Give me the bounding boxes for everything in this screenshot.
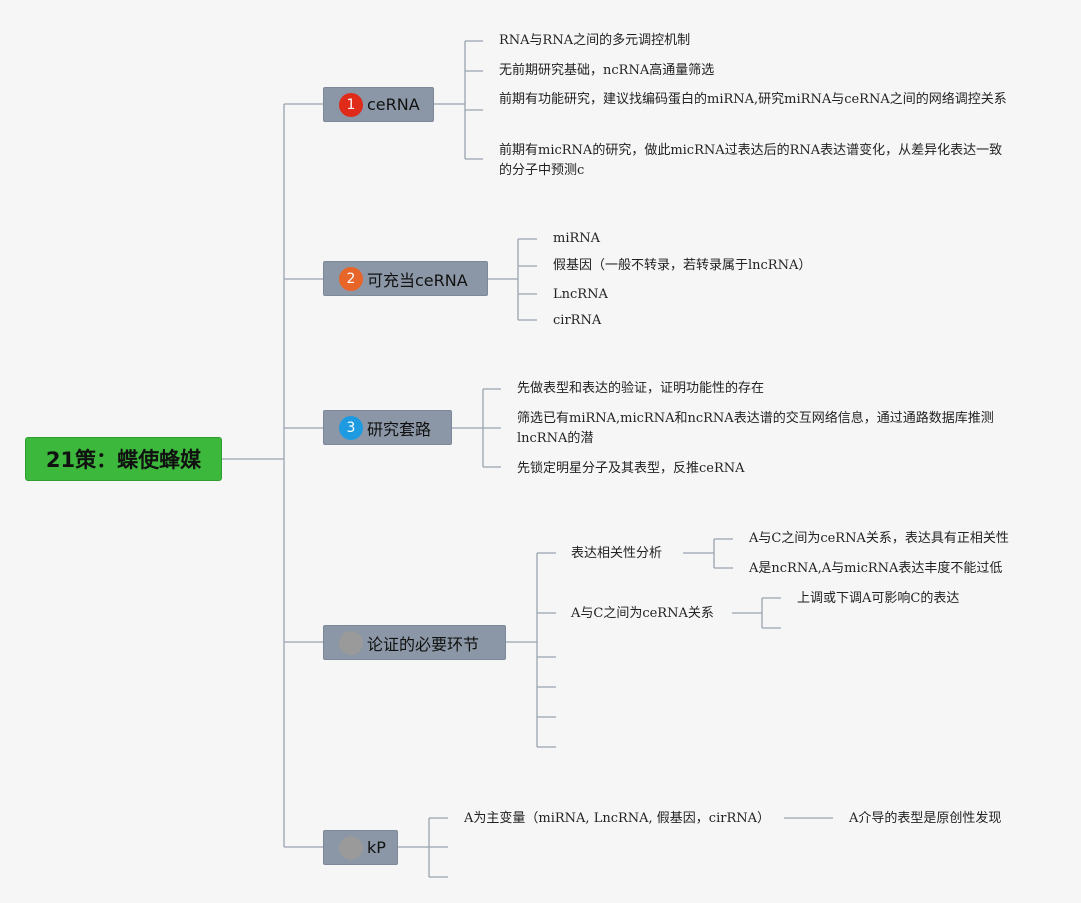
branch-label: ceRNA (367, 95, 420, 114)
leaf-node[interactable]: A介导的表型是原创性发现 (849, 811, 1002, 826)
branch-essential-steps[interactable]: 论证的必要环节 (323, 625, 506, 660)
priority-5-icon (339, 835, 363, 860)
priority-4-icon (339, 630, 363, 655)
branch-label: 研究套路 (367, 419, 432, 439)
leaf-node[interactable]: 上调或下调A可影响C的表达 (797, 591, 960, 606)
priority-1-icon: 1 (339, 92, 363, 117)
branch-label: 可充当ceRNA (367, 270, 468, 290)
branch-research-routine[interactable]: 3 研究套路 (323, 410, 452, 445)
leaf-node[interactable]: LncRNA (553, 287, 608, 302)
leaf-node[interactable]: 无前期研究基础，ncRNA高通量筛选 (499, 63, 715, 78)
leaf-node[interactable]: 先锁定明星分子及其表型，反推ceRNA (517, 461, 745, 476)
branch-can-act-as-cerna[interactable]: 2 可充当ceRNA (323, 261, 488, 296)
leaf-node[interactable]: 前期有功能研究，建议找编码蛋白的miRNA,研究miRNA与ceRNA之间的网络… (499, 92, 1007, 107)
branch-cerna[interactable]: 1 ceRNA (323, 87, 434, 122)
priority-2-icon: 2 (339, 266, 363, 291)
leaf-node[interactable]: 先做表型和表达的验证，证明功能性的存在 (517, 381, 765, 396)
priority-3-icon: 3 (339, 415, 363, 440)
sub-node[interactable]: A为主变量（miRNA, LncRNA, 假基因，cirRNA） (464, 811, 770, 826)
sub-node[interactable]: 表达相关性分析 (571, 546, 663, 561)
branch-kp[interactable]: kP (323, 830, 398, 865)
root-label: 21策：蝶使蜂媒 (45, 448, 202, 472)
leaf-node[interactable]: 前期有micRNA的研究，做此micRNA过表达后的RNA表达谱变化，从差异化表… (499, 143, 1003, 178)
branch-label: kP (367, 838, 386, 857)
sub-node[interactable]: A与C之间为ceRNA关系 (571, 606, 714, 621)
leaf-node[interactable]: A与C之间为ceRNA关系，表达具有正相关性 (749, 531, 1009, 546)
leaf-node[interactable]: 筛选已有miRNA,micRNA和ncRNA表达谱的交互网络信息，通过通路数据库… (517, 411, 994, 446)
leaf-node[interactable]: RNA与RNA之间的多元调控机制 (499, 33, 691, 48)
root-node[interactable]: 21策：蝶使蜂媒 (25, 437, 222, 481)
leaf-node[interactable]: 假基因（一般不转录，若转录属于lncRNA） (553, 258, 812, 273)
branch-label: 论证的必要环节 (367, 634, 480, 654)
leaf-node[interactable]: miRNA (553, 231, 601, 246)
leaf-node[interactable]: A是ncRNA,A与micRNA表达丰度不能过低 (749, 561, 1003, 576)
leaf-node[interactable]: cirRNA (553, 313, 602, 328)
